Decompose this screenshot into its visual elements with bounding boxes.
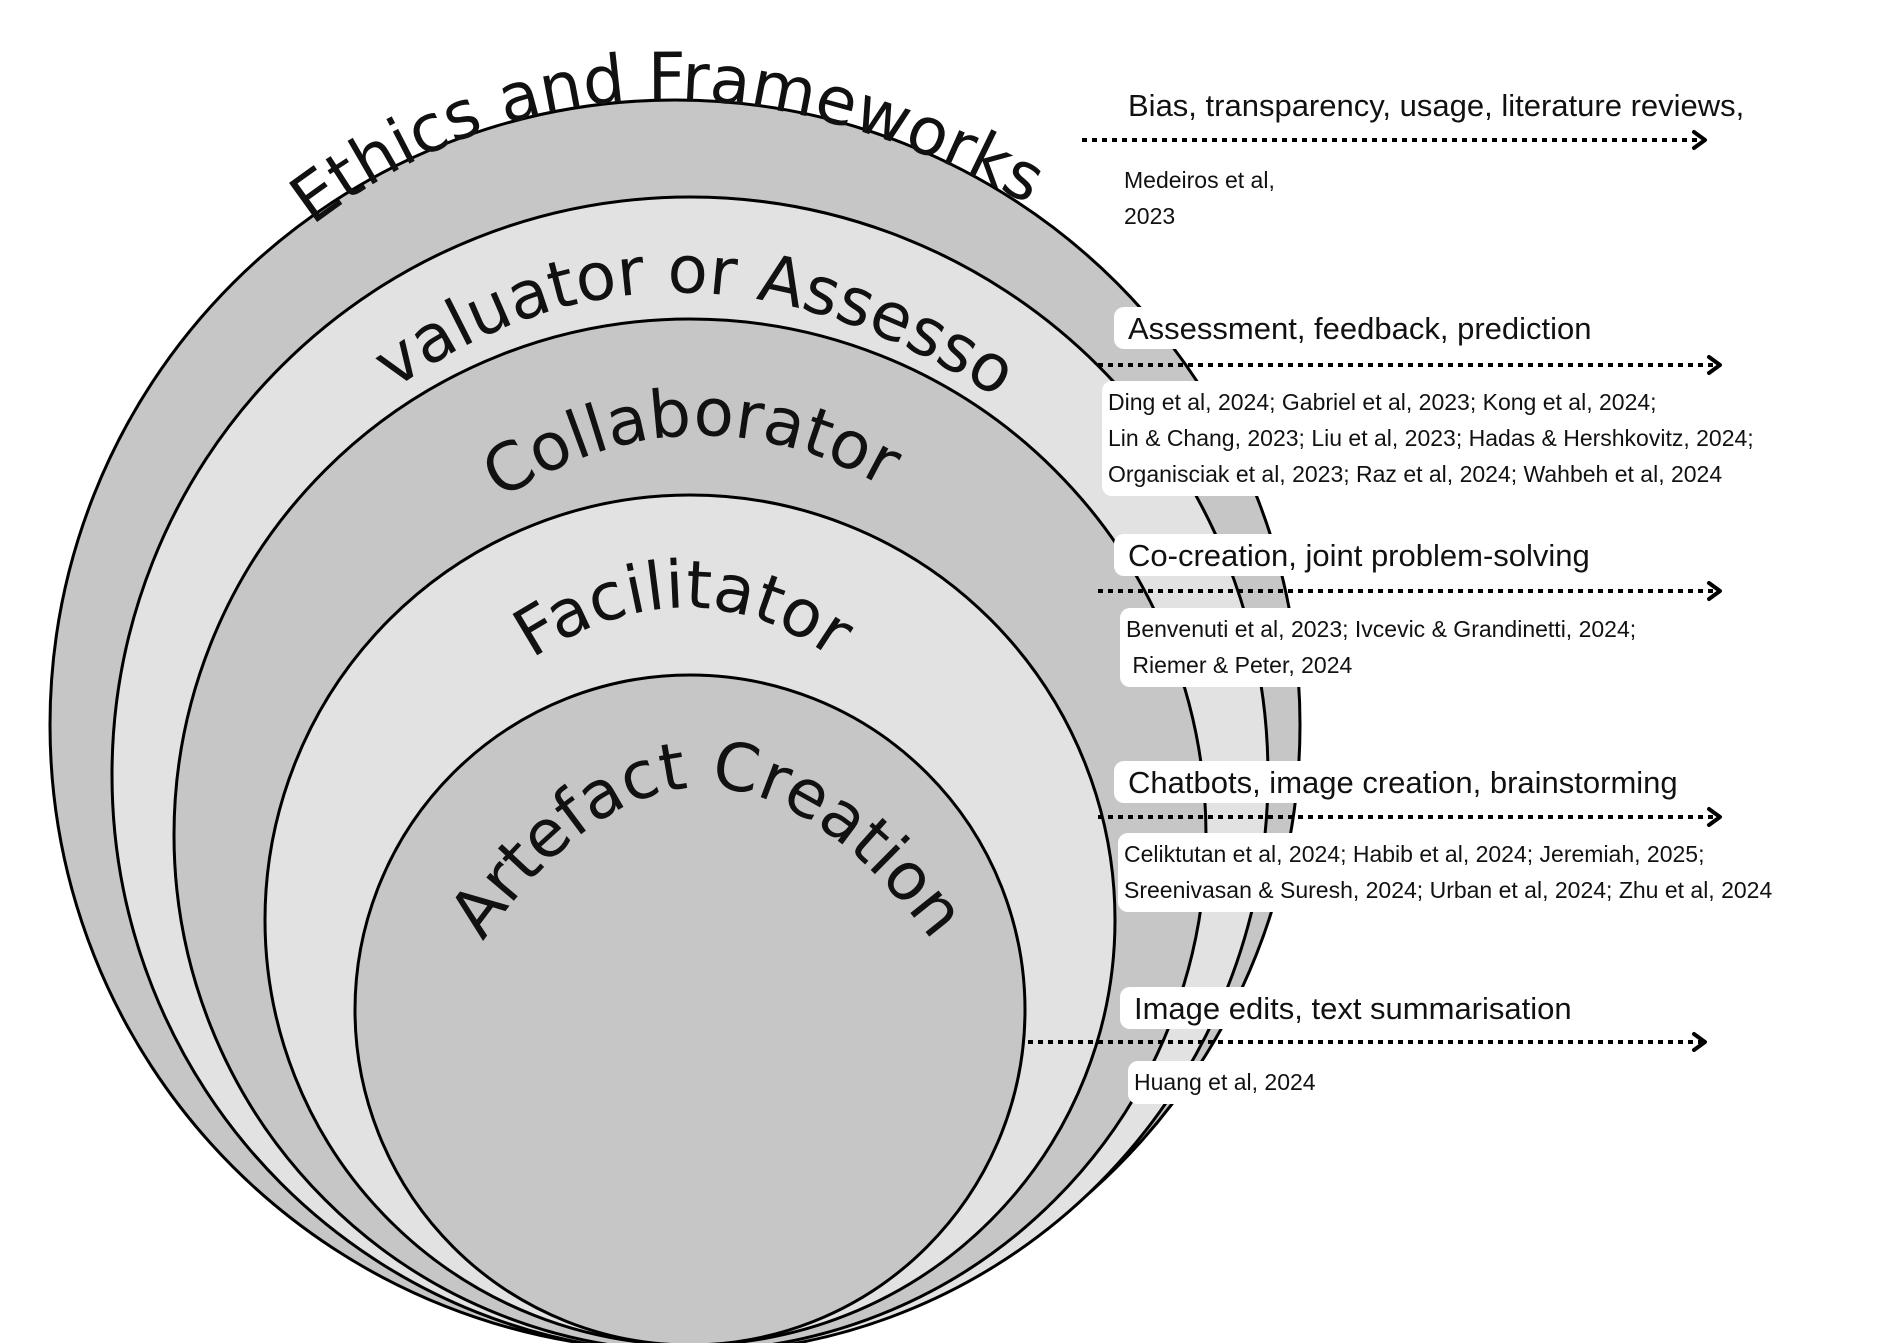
ref-line: Organisciak et al, 2023; Raz et al, 2024… [1108,461,1723,487]
ref-line: Lin & Chang, 2023; Liu et al, 2023; Hada… [1108,425,1754,451]
topic-facilitator: Chatbots, image creation, brainstorming [1114,761,1688,803]
refs-facilitator: Celiktutan et al, 2024; Habib et al, 202… [1118,833,1783,912]
topic-collaborator: Co-creation, joint problem-solving [1114,534,1600,576]
ref-line: Medeiros et al, [1124,167,1275,193]
refs-ethics-and-frameworks: Medeiros et al, 2023 [1118,159,1285,238]
ref-line: 2023 [1124,203,1176,229]
arrow-artefact-creation [1028,1032,1707,1052]
topic-ethics-and-frameworks: Bias, transparency, usage, literature re… [1114,84,1755,126]
ref-line: Benvenuti et al, 2023; Ivcevic & Grandin… [1126,616,1637,642]
arrow-ethics-and-frameworks [1082,130,1707,150]
ref-line: Riemer & Peter, 2024 [1126,652,1353,678]
arrow-evaluator-or-assessor [1098,355,1722,375]
ref-line: Ding et al, 2024; Gabriel et al, 2023; K… [1108,389,1657,415]
arrow-collaborator [1098,581,1722,601]
topic-artefact-creation: Image edits, text summarisation [1120,987,1582,1029]
topic-evaluator-or-assessor: Assessment, feedback, prediction [1114,307,1602,349]
refs-evaluator-or-assessor: Ding et al, 2024; Gabriel et al, 2023; K… [1102,381,1764,496]
ref-line: Celiktutan et al, 2024; Habib et al, 202… [1124,841,1705,867]
ring-artefact-creation [353,673,1027,1343]
ref-line: Huang et al, 2024 [1134,1069,1316,1095]
refs-artefact-creation: Huang et al, 2024 [1128,1061,1326,1104]
arrow-facilitator [1098,807,1722,827]
refs-collaborator: Benvenuti et al, 2023; Ivcevic & Grandin… [1120,608,1647,687]
ref-line: Sreenivasan & Suresh, 2024; Urban et al,… [1124,877,1773,903]
